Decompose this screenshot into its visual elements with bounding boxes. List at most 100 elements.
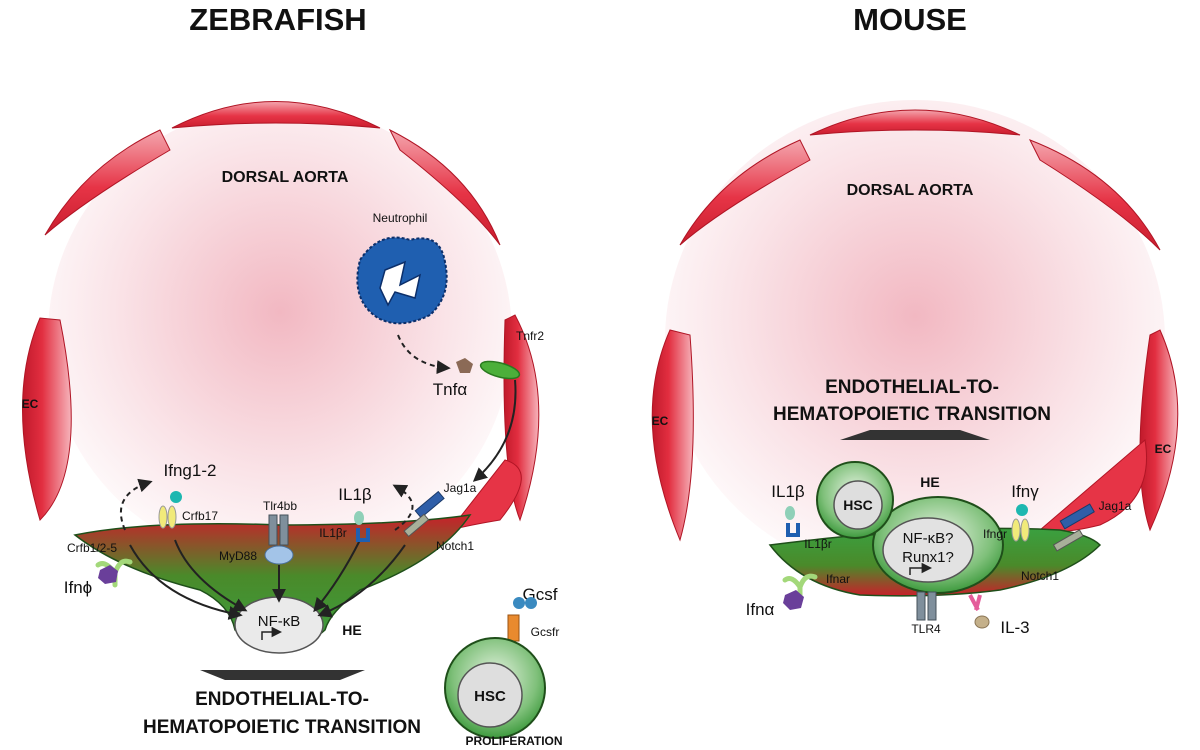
endothelial-cell-left bbox=[22, 317, 72, 521]
neutrophil-icon bbox=[356, 236, 448, 325]
ifnphi-icon bbox=[98, 565, 118, 584]
myd88-label: MyD88 bbox=[219, 549, 257, 563]
mouse-runx1-label: Runx1? bbox=[902, 549, 954, 566]
zebrafish-transition-arrow bbox=[200, 670, 365, 680]
mouse-ifna-label: Ifnα bbox=[746, 600, 775, 619]
mouse-il1br-label: IL1βr bbox=[804, 537, 832, 551]
crfb125-label: Crfb1/2-5 bbox=[67, 541, 117, 555]
il1br-label: IL1βr bbox=[319, 526, 347, 540]
tnfa-release-arrow bbox=[397, 334, 451, 375]
il1b-label: IL1β bbox=[338, 485, 372, 504]
tnfr2-receptor-icon bbox=[479, 360, 521, 380]
mouse-notch1-label: Notch1 bbox=[1021, 569, 1059, 583]
mouse-endothelial-cell-left bbox=[651, 329, 694, 542]
il1b-autocrine-arrow bbox=[392, 484, 414, 531]
ifng-autocrine-arrow bbox=[120, 478, 153, 531]
neutrophil-nucleus-icon bbox=[379, 260, 422, 307]
mouse-title: MOUSE bbox=[853, 2, 967, 37]
zebrafish-panel: ZEBRAFISH DORSAL AORTA EC Neutrophil Tnf… bbox=[22, 2, 563, 748]
tnfr2-label: Tnfr2 bbox=[516, 329, 544, 343]
ifnphi-label: Ifnϕ bbox=[64, 578, 92, 597]
il1br-receptor-icon bbox=[356, 528, 370, 542]
mouse-ifna-icon bbox=[783, 590, 804, 610]
mouse-il1b-label: IL1β bbox=[771, 482, 805, 501]
mouse-nfkb-label: NF-κB? bbox=[903, 530, 954, 547]
zebrafish-lumen bbox=[48, 105, 512, 565]
mouse-notch1-receptor-icon bbox=[1052, 529, 1084, 552]
tnfr2-jag1a-arrow bbox=[472, 379, 517, 482]
ifng-label: Ifng1-2 bbox=[164, 461, 217, 480]
endothelial-cell-top-right bbox=[388, 128, 501, 246]
mouse-ifng-ligand-icon bbox=[1016, 504, 1028, 516]
gcsf-ligand-icon-2 bbox=[525, 597, 537, 609]
tnfa-label: Tnfα bbox=[433, 380, 468, 399]
zebrafish-transition-line2: HEMATOPOIETIC TRANSITION bbox=[143, 717, 421, 738]
mouse-il1br-receptor-icon bbox=[786, 523, 800, 537]
mouse-transition-line2: HEMATOPOIETIC TRANSITION bbox=[773, 404, 1051, 425]
ifng-ligand-icon bbox=[170, 491, 182, 503]
gcsfr-label: Gcsfr bbox=[531, 625, 560, 639]
jag1a-ligand-icon bbox=[414, 490, 445, 519]
il1b-ligand-icon bbox=[354, 511, 364, 525]
crfb125-nfkb-arrow bbox=[129, 544, 243, 620]
mouse-ifngr-receptor-icon bbox=[1011, 518, 1021, 542]
tlr4bb-receptor-icon-2 bbox=[279, 514, 289, 546]
endothelial-cell-top-left bbox=[44, 129, 171, 236]
mouse-ifng-label: Ifnγ bbox=[1011, 482, 1039, 501]
proliferating-hsc-nucleus bbox=[457, 662, 523, 728]
mouse-lumen bbox=[665, 100, 1165, 580]
crfb17-label: Crfb17 bbox=[182, 509, 218, 523]
tlr4bb-receptor-icon bbox=[268, 514, 278, 546]
crfb17-receptor-icon bbox=[158, 505, 168, 529]
mouse-il3-ligand-icon bbox=[974, 615, 990, 629]
mouse-endothelial-cell-right bbox=[1139, 329, 1179, 532]
mouse-il3-receptor-icon bbox=[968, 594, 982, 611]
mouse-tlr4-receptor-icon-2 bbox=[927, 591, 937, 621]
mouse-nucleus bbox=[882, 517, 974, 583]
mouse-ifngr-receptor-icon-2 bbox=[1020, 518, 1030, 542]
myd88-icon bbox=[264, 545, 294, 565]
mouse-hsc-label: HSC bbox=[843, 497, 873, 513]
zebrafish-dorsal-aorta-label: DORSAL AORTA bbox=[222, 169, 349, 186]
mouse-il3-label: IL-3 bbox=[1000, 618, 1029, 637]
mouse-endothelial-cell-top-left bbox=[679, 139, 811, 246]
zebrafish-ec-label: EC bbox=[22, 397, 39, 411]
mouse-he-label: HE bbox=[920, 474, 939, 490]
mouse-tlr4-receptor-icon bbox=[916, 591, 926, 621]
mouse-transition-arrow bbox=[840, 430, 990, 440]
zebrafish-transition-line1: ENDOTHELIAL-TO- bbox=[195, 689, 369, 710]
notch1-receptor-icon bbox=[403, 513, 430, 538]
endothelial-cell-top bbox=[171, 101, 381, 129]
mouse-hsc-nucleus bbox=[833, 480, 883, 530]
tlr4bb-label: Tlr4bb bbox=[263, 499, 297, 513]
mouse-endothelial-cell-top bbox=[809, 109, 1021, 136]
mouse-ifnar-label: Ifnar bbox=[826, 572, 850, 586]
mouse-promoter-arrow-icon bbox=[909, 562, 933, 575]
mouse-tlr4-label: TLR4 bbox=[911, 622, 941, 636]
neutrophil-label: Neutrophil bbox=[373, 211, 428, 225]
zebrafish-title: ZEBRAFISH bbox=[189, 2, 366, 37]
mouse-jag1a-label: Jag1a bbox=[1099, 499, 1132, 513]
proliferating-hsc-label: HSC bbox=[474, 688, 506, 705]
il1br-nfkb-arrow bbox=[313, 539, 361, 613]
zebrafish-promoter-arrow-icon bbox=[261, 626, 283, 640]
zebrafish-he-label: HE bbox=[342, 622, 361, 638]
mouse-ifngr-label: Ifngr bbox=[983, 527, 1007, 541]
mouse-panel: MOUSE DORSAL AORTA EC EC ENDOTHELIAL-TO-… bbox=[651, 2, 1179, 637]
mouse-ec-right-label: EC bbox=[1155, 442, 1172, 456]
proliferation-label: PROLIFERATION bbox=[465, 734, 562, 748]
mouse-jag1a-ligand-icon bbox=[1059, 503, 1095, 530]
tnfa-icon bbox=[456, 358, 473, 373]
notch1-label: Notch1 bbox=[436, 539, 474, 553]
mouse-transition-line1: ENDOTHELIAL-TO- bbox=[825, 377, 999, 398]
crfb17-nfkb-arrow bbox=[174, 539, 248, 612]
mouse-il1b-ligand-icon bbox=[785, 506, 795, 520]
gcsfr-receptor-icon bbox=[507, 614, 520, 642]
gcsf-ligand-icon bbox=[513, 597, 525, 609]
jag1a-label: Jag1a bbox=[444, 481, 477, 495]
notch1-nfkb-arrow bbox=[317, 544, 406, 618]
crfb17-receptor-icon-2 bbox=[167, 505, 177, 529]
mouse-ec-left-label: EC bbox=[652, 414, 669, 428]
